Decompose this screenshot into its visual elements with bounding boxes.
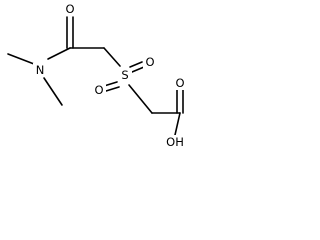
bond-ch2-s (103, 47, 121, 67)
bond-s-o-lower-1 (103, 81, 118, 87)
bond-n-methyl-2 (43, 77, 63, 106)
sulfonyl-oxygen-lower-label: O (94, 83, 103, 97)
bond-n-methyl-1 (7, 53, 35, 65)
hydroxyl-atom: OH (163, 135, 187, 149)
sulfur-label: S (121, 68, 128, 82)
bonds (7, 16, 184, 136)
sulfonyl-oxygen-upper-label: O (145, 55, 154, 69)
bond-s-o-upper-1 (129, 61, 143, 68)
bond-s-ch2 (128, 84, 153, 114)
molecule-diagram: O N S O O O OH (7, 2, 187, 149)
acid-oxygen-atom: O (173, 76, 187, 90)
bond-c-n (47, 47, 71, 60)
amide-oxygen-atom: O (63, 2, 77, 16)
sulfur-atom: S (118, 68, 132, 82)
acid-oxygen-label: O (175, 76, 184, 90)
atom-labels: O N S O O O OH (33, 2, 187, 149)
sulfonyl-oxygen-lower-atom: O (92, 83, 106, 97)
amide-nitrogen-label: N (36, 63, 45, 77)
bond-s-o-lower-2 (105, 86, 120, 92)
hydroxyl-label: OH (166, 135, 184, 149)
bond-acid-c-oh (174, 112, 181, 136)
amide-oxygen-label: O (65, 2, 74, 16)
bond-s-o-upper-2 (131, 66, 145, 73)
sulfonyl-oxygen-upper-atom: O (143, 55, 157, 69)
amide-nitrogen-atom: N (33, 63, 47, 77)
